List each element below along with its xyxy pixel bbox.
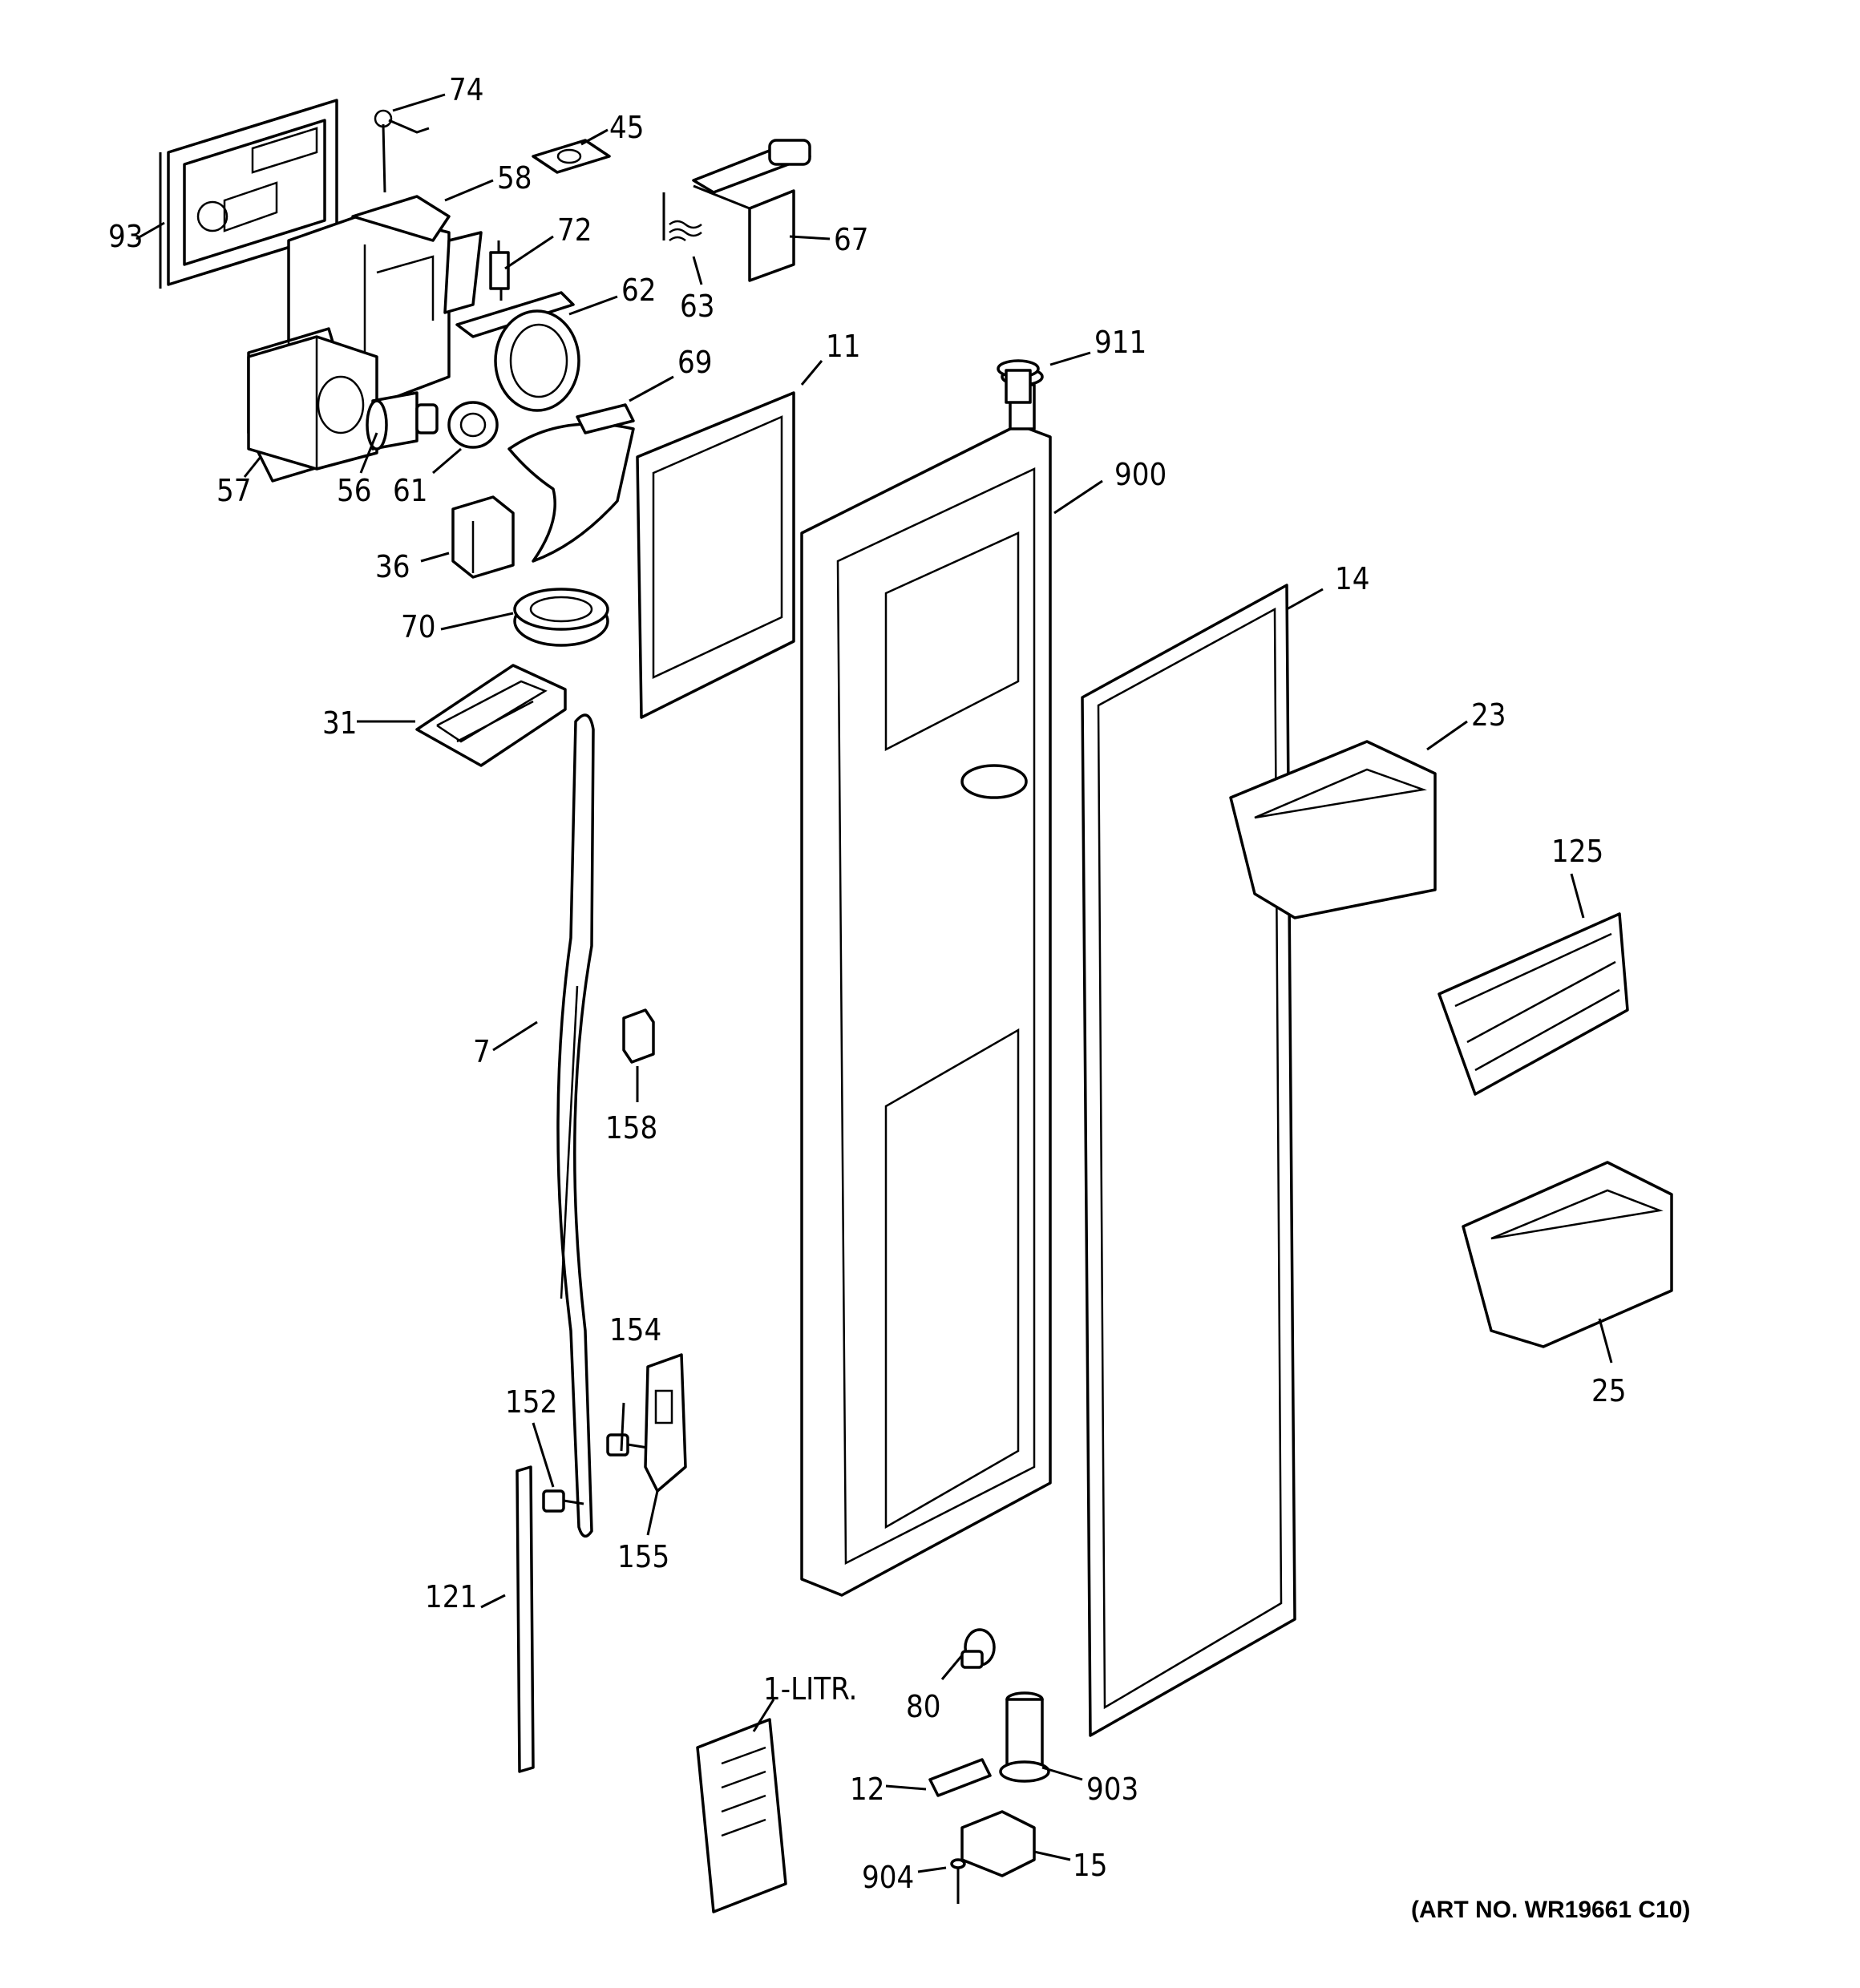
callout-45: 45	[609, 110, 645, 145]
callout-57: 57	[216, 473, 252, 508]
callout-14: 14	[1335, 561, 1370, 596]
art-number-label: (ART NO. WR19661 C10)	[1411, 1897, 1690, 1923]
callout-70: 70	[401, 609, 436, 644]
part-69-ice-chute	[507, 403, 635, 563]
part-900-door-liner	[800, 367, 1052, 1597]
part-904-screw	[950, 1858, 966, 1904]
callout-7: 7	[473, 1034, 491, 1069]
part-72-switch	[489, 240, 510, 301]
part-14-door-gasket	[1081, 584, 1296, 1737]
part-25-door-bin	[1462, 1161, 1673, 1348]
part-911-plug	[997, 359, 1040, 404]
part-45-bracket	[532, 139, 611, 174]
callout-93: 93	[108, 219, 144, 254]
part-152-screw	[542, 1489, 584, 1513]
part-23-door-bin	[1229, 740, 1437, 919]
part-31-drip-grille	[415, 664, 567, 767]
callout-labels: 74 45 58 93 72 67 63 62 911 11 69 57 56 61 900 36 14 70 23…	[108, 72, 1627, 1895]
callout-31: 31	[322, 705, 358, 741]
part-154-screw	[606, 1433, 649, 1457]
part-70-ring	[513, 588, 609, 647]
part-61-coupler	[447, 401, 499, 449]
callout-900: 900	[1114, 457, 1167, 492]
callout-15: 15	[1073, 1848, 1108, 1883]
part-7-door-handle	[556, 713, 595, 1538]
part-56-motor	[366, 391, 439, 451]
callout-36: 36	[375, 549, 410, 584]
callout-1-litr: 1-LITR.	[763, 1671, 857, 1707]
callout-61: 61	[393, 473, 428, 508]
part-57-motor-housing	[247, 335, 378, 471]
callout-904: 904	[862, 1860, 914, 1895]
callout-58: 58	[497, 160, 532, 196]
callout-155: 155	[617, 1539, 669, 1574]
part-12-shim	[928, 1758, 992, 1797]
callout-62: 62	[621, 273, 657, 308]
callout-121: 121	[425, 1579, 477, 1614]
part-74-spring	[374, 109, 430, 193]
part-36-bracket	[451, 495, 515, 579]
part-11-dispenser-frame	[636, 391, 795, 719]
callout-56: 56	[337, 473, 372, 508]
leader-lines	[135, 93, 1613, 1873]
part-80-bushing	[960, 1628, 996, 1669]
part-63-spring	[662, 192, 702, 242]
part-93-control-board	[159, 99, 338, 289]
part-15-bottom-bracket	[960, 1810, 1036, 1877]
callout-154: 154	[609, 1312, 661, 1348]
part-158-clip	[622, 1008, 655, 1064]
callout-63: 63	[680, 289, 715, 324]
callout-72: 72	[557, 212, 592, 248]
part-67-actuator	[692, 139, 811, 282]
part-903-hinge-pin	[999, 1691, 1050, 1783]
part-155-hinge	[644, 1353, 687, 1493]
part-125-wire-shelf	[1437, 912, 1629, 1096]
callout-911: 911	[1094, 325, 1146, 360]
callout-25: 25	[1591, 1373, 1627, 1408]
part-62-auger-ring	[455, 291, 580, 412]
callout-67: 67	[834, 222, 869, 257]
part-121-trim-strip	[516, 1465, 535, 1773]
callout-158: 158	[605, 1110, 657, 1146]
callout-74: 74	[449, 72, 484, 107]
part-literature-booklet	[696, 1718, 787, 1913]
callout-69: 69	[677, 345, 713, 380]
callout-11: 11	[826, 329, 861, 364]
callout-80: 80	[906, 1689, 941, 1724]
callout-125: 125	[1551, 834, 1603, 869]
callout-152: 152	[505, 1384, 557, 1420]
callout-23: 23	[1471, 697, 1506, 733]
callout-12: 12	[850, 1772, 885, 1807]
callout-903: 903	[1086, 1772, 1138, 1807]
